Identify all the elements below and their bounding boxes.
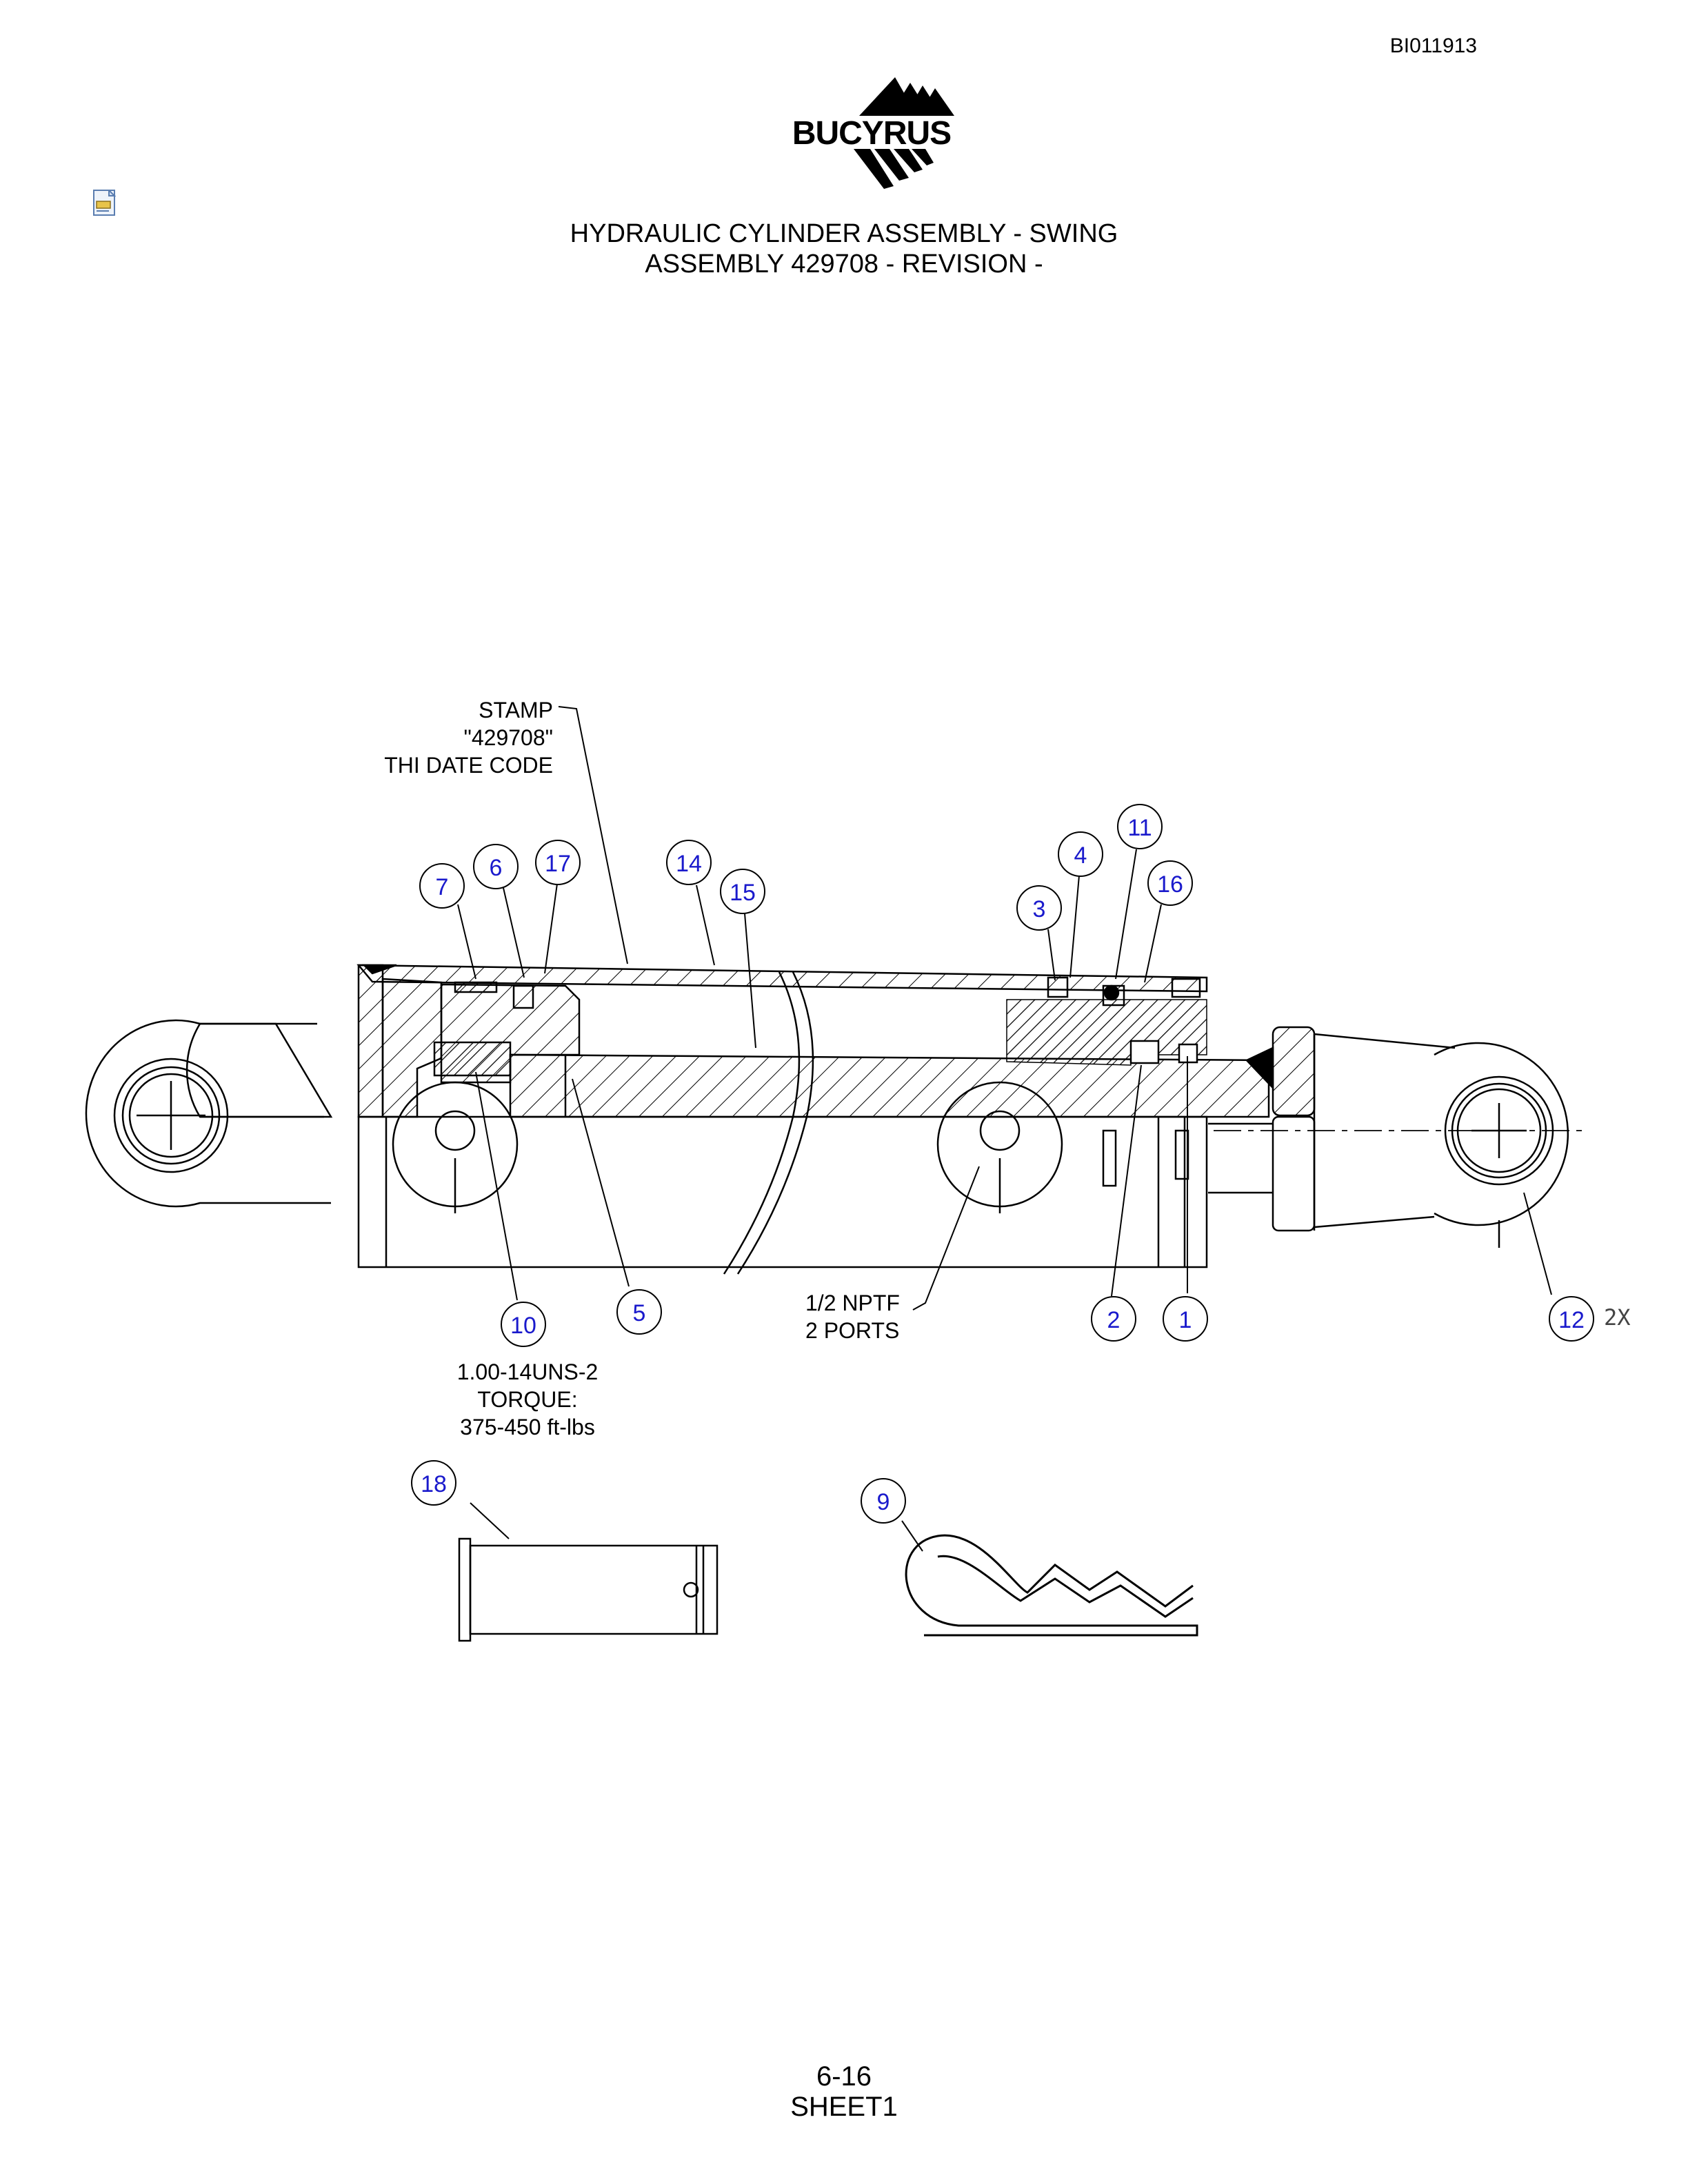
document-id: BI011913 — [1389, 34, 1477, 57]
thread-note-line-1: 1.00-14UNS-2 — [456, 1359, 599, 1384]
sheet-label: SHEET1 — [790, 2092, 898, 2122]
right-clevis-eye — [1208, 1026, 1569, 1248]
balloon-item-5: 5 — [616, 1289, 662, 1335]
port-note-line-2: 2 PORTS — [805, 1318, 900, 1343]
cylinder-barrel — [357, 971, 1208, 1275]
balloon-item-16: 16 — [1147, 860, 1193, 906]
hitch-pin-clip-item-9 — [905, 1534, 1198, 1637]
document-icon[interactable] — [90, 188, 120, 218]
quantity-note: 2X — [1604, 1304, 1631, 1331]
pin-item-18 — [458, 1537, 719, 1642]
thread-note-line-3: 375-450 ft-lbs — [460, 1415, 595, 1439]
barrel-section — [356, 964, 1274, 1118]
title-line-1: HYDRAULIC CYLINDER ASSEMBLY - SWING — [570, 219, 1118, 248]
balloon-item-7: 7 — [419, 863, 465, 909]
balloon-item-12: 12 — [1549, 1296, 1594, 1342]
balloon-item-15: 15 — [720, 869, 765, 914]
thread-note-line-2: TORQUE: — [477, 1387, 578, 1412]
balloon-item-18: 18 — [411, 1460, 456, 1506]
balloon-item-3: 3 — [1016, 885, 1062, 931]
stamp-note-line-2: "429708" — [463, 725, 554, 750]
balloon-item-11: 11 — [1117, 804, 1163, 849]
logo-text: BUCYRUS — [792, 115, 952, 152]
port-note-line-1: 1/2 NPTF — [805, 1291, 900, 1315]
balloon-item-17: 17 — [535, 840, 581, 885]
balloon-item-2: 2 — [1091, 1296, 1136, 1342]
balloon-item-4: 4 — [1058, 831, 1103, 877]
port-note: 1/2 NPTF 2 PORTS — [805, 1289, 900, 1344]
stamp-note-line-1: STAMP — [479, 698, 553, 722]
stamp-note: STAMP "429708" THI DATE CODE — [331, 696, 553, 779]
balloon-item-6: 6 — [473, 844, 519, 889]
bucyrus-mountain-logo-icon — [854, 77, 954, 189]
page-number: 6-16 — [816, 2061, 872, 2092]
thread-note: 1.00-14UNS-2 TORQUE: 375-450 ft-lbs — [428, 1358, 627, 1441]
title-line-2: ASSEMBLY 429708 - REVISION - — [645, 250, 1043, 279]
left-clevis-eye — [85, 1019, 333, 1208]
stamp-note-line-3: THI DATE CODE — [384, 753, 553, 778]
balloon-item-10: 10 — [501, 1302, 546, 1347]
leader-lines — [457, 706, 1552, 1552]
balloon-item-1: 1 — [1163, 1296, 1208, 1342]
balloon-item-14: 14 — [666, 840, 712, 885]
balloon-item-9: 9 — [861, 1478, 906, 1524]
